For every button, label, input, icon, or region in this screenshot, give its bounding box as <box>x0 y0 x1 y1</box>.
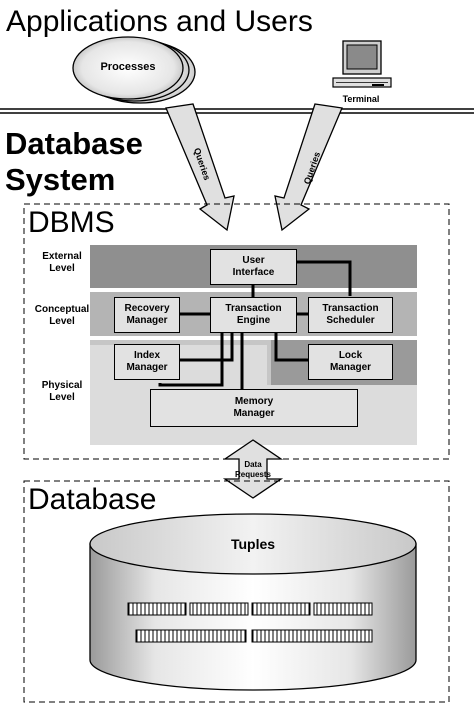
physical-level-label-line1: Physical <box>41 380 83 391</box>
memory-manager-box: Memory Manager <box>150 389 358 427</box>
dbms-title: DBMS <box>28 206 115 239</box>
database-system-title-line2: System <box>5 162 116 197</box>
tuple-record <box>251 602 311 616</box>
transaction-scheduler-label-line1: Transaction <box>322 303 379 314</box>
tuple-record <box>189 602 249 616</box>
database-title: Database <box>28 483 157 516</box>
transaction-engine-label-line2: Engine <box>236 315 271 326</box>
applications-users-title: Applications and Users <box>6 5 313 38</box>
processes-label: Processes <box>100 61 156 73</box>
external-level-label-line2: Level <box>49 263 75 274</box>
database-system-title-line1: Database <box>5 126 143 161</box>
data-requests-arrow <box>222 439 284 499</box>
transaction-scheduler-box: Transaction Scheduler <box>308 297 393 333</box>
database-container <box>23 480 450 703</box>
external-level-label-line1: External <box>42 251 82 262</box>
data-requests-label-line1: Data <box>244 460 262 469</box>
tuple-record <box>251 629 373 643</box>
processes-ellipse-stack <box>72 36 196 104</box>
recovery-manager-box: Recovery Manager <box>114 297 180 333</box>
tuples-label: Tuples <box>230 536 276 552</box>
tuple-record <box>313 602 373 616</box>
memory-manager-label-line2: Manager <box>233 408 275 419</box>
data-requests-label-line2: Requests <box>234 470 271 479</box>
external-level-label: External Level <box>26 251 98 275</box>
tuple-records <box>127 602 373 643</box>
tuple-record <box>127 602 187 616</box>
index-manager-box: Index Manager <box>114 344 180 380</box>
transaction-engine-box: Transaction Engine <box>210 297 297 333</box>
recovery-manager-label-line2: Manager <box>126 315 168 326</box>
terminal-label: Terminal <box>342 94 380 104</box>
lock-manager-label-line2: Manager <box>329 362 372 373</box>
component-connectors <box>158 260 352 389</box>
conceptual-level-label: Conceptual Level <box>26 304 98 328</box>
user-interface-box: User Interface <box>210 249 297 285</box>
user-interface-label-line1: User <box>242 255 265 266</box>
transaction-engine-label-line1: Transaction <box>225 303 282 314</box>
query-arrow-right <box>274 103 343 232</box>
conceptual-level-label-line1: Conceptual <box>34 304 90 315</box>
user-interface-label-line2: Interface <box>232 267 275 278</box>
physical-level-label-line2: Level <box>49 392 75 403</box>
transaction-scheduler-label-line2: Scheduler <box>326 315 375 326</box>
section-separator <box>0 108 474 114</box>
tuple-record <box>135 629 247 643</box>
index-manager-label-line2: Manager <box>126 362 168 373</box>
memory-manager-label-line1: Memory <box>234 396 274 407</box>
terminal-icon <box>332 40 392 88</box>
data-requests-label: Data Requests <box>225 460 281 480</box>
tuples-cylinder <box>89 513 417 691</box>
physical-level-label: Physical Level <box>26 380 98 404</box>
recovery-manager-label-line1: Recovery <box>124 303 170 314</box>
index-manager-label-line1: Index <box>133 350 161 361</box>
conceptual-level-label-line2: Level <box>49 316 75 327</box>
query-arrow-left <box>165 103 235 232</box>
lock-manager-label-line1: Lock <box>338 350 363 361</box>
lock-manager-box: Lock Manager <box>308 344 393 380</box>
